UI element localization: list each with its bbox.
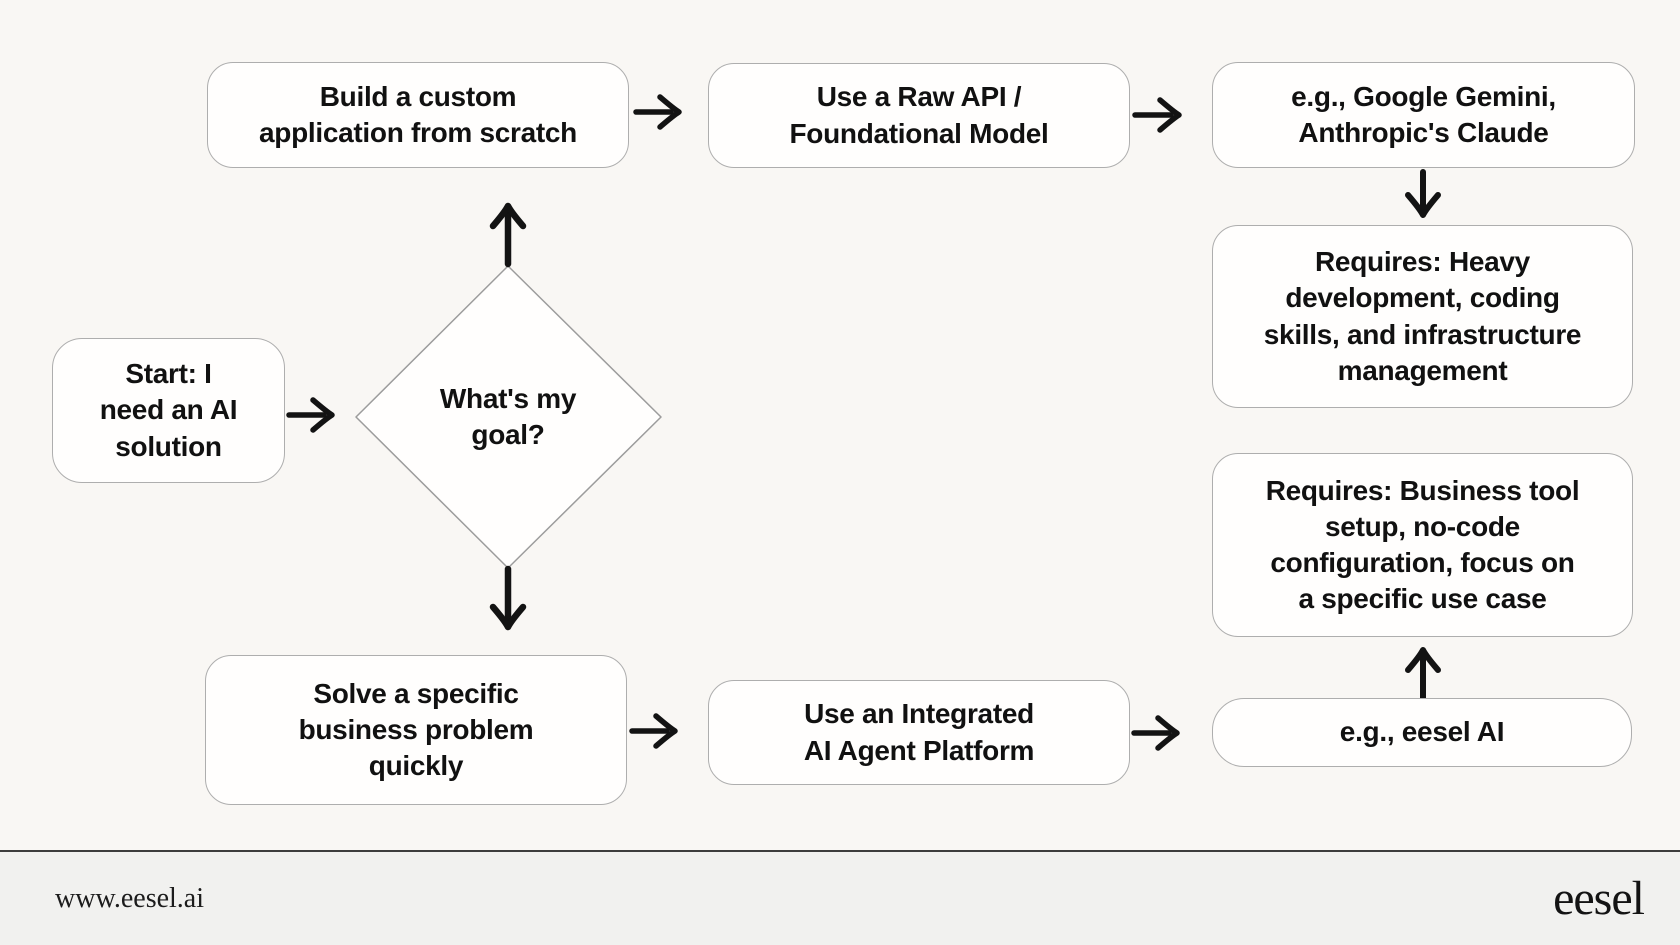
- eesel-logo: eesel: [1553, 872, 1645, 925]
- node-solve-problem-label: Solve a specific business problem quickl…: [298, 677, 534, 782]
- node-raw-api: Use a Raw API / Foundational Model: [708, 63, 1130, 168]
- node-goal-label: What's my goal?: [439, 382, 577, 450]
- arrow-goal-to-build: [489, 202, 527, 268]
- node-eesel-ai: e.g., eesel AI: [1212, 698, 1632, 767]
- footer: www.eesel.ai eesel: [0, 850, 1680, 945]
- arrow-rawapi-to-gemini: [1132, 97, 1182, 133]
- node-eesel-ai-label: e.g., eesel AI: [1339, 716, 1505, 748]
- node-solve-problem: Solve a specific business problem quickl…: [205, 655, 627, 805]
- node-requires-heavy-label: Requires: Heavy development, coding skil…: [1263, 246, 1582, 386]
- footer-url: www.eesel.ai: [55, 882, 205, 914]
- node-raw-api-label: Use a Raw API / Foundational Model: [789, 81, 1049, 149]
- node-build-custom-app-label: Build a custom application from scratch: [259, 80, 577, 148]
- node-integrated-platform: Use an Integrated AI Agent Platform: [708, 680, 1130, 785]
- arrow-integrated-to-eeselai: [1131, 715, 1180, 751]
- arrow-start-to-goal: [286, 397, 335, 433]
- node-gemini-claude-label: e.g., Google Gemini, Anthropic's Claude: [1291, 80, 1556, 148]
- node-integrated-platform-label: Use an Integrated AI Agent Platform: [803, 698, 1035, 766]
- node-gemini-claude: e.g., Google Gemini, Anthropic's Claude: [1212, 62, 1635, 168]
- node-requires-business-label: Requires: Business tool setup, no-code c…: [1265, 474, 1580, 615]
- node-goal-diamond: What's my goal?: [385, 357, 631, 477]
- node-start-label: Start: I need an AI solution: [99, 358, 238, 462]
- arrow-solve-to-integrated: [629, 713, 678, 749]
- node-build-custom-app: Build a custom application from scratch: [207, 62, 629, 168]
- node-start: Start: I need an AI solution: [52, 338, 285, 483]
- arrow-eeselai-to-requires-business: [1405, 647, 1441, 702]
- arrow-build-to-rawapi: [633, 94, 682, 130]
- node-requires-heavy: Requires: Heavy development, coding skil…: [1212, 225, 1633, 408]
- node-requires-business: Requires: Business tool setup, no-code c…: [1212, 453, 1633, 637]
- arrow-goal-to-solve: [489, 565, 527, 631]
- arrow-gemini-to-requires-heavy: [1405, 169, 1441, 218]
